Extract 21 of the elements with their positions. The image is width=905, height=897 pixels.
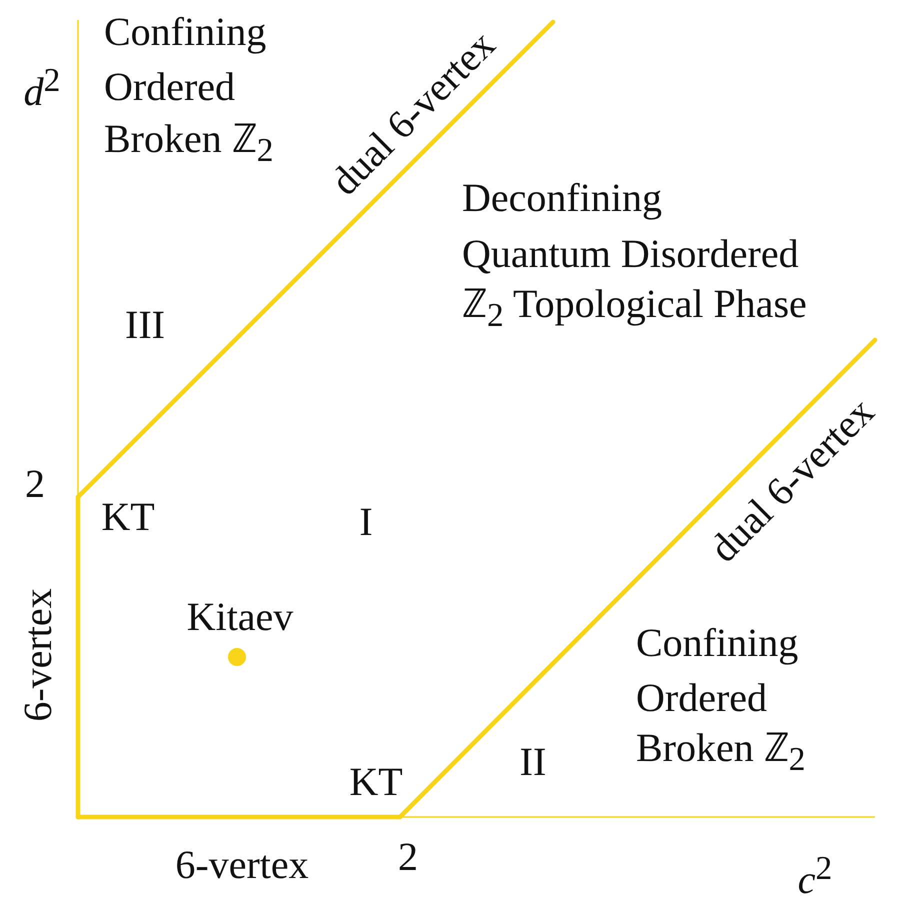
region-label: Deconfining <box>462 178 662 218</box>
region-label: ℤ$_{2}$ Topological Phase <box>462 284 807 332</box>
region-label: Confining <box>636 623 798 663</box>
region-numeral: I <box>359 502 373 542</box>
boundary-label: 6-vertex <box>18 588 58 722</box>
tick-label: 2 <box>25 464 45 504</box>
axis-label: d$^{2}$ <box>24 64 60 112</box>
region-label: Ordered <box>636 678 768 718</box>
region-label: Quantum Disordered <box>462 234 799 274</box>
region-label: Ordered <box>104 67 236 107</box>
point-label: KT <box>349 762 403 802</box>
region-label: Broken ℤ$_{2}$ <box>104 118 274 168</box>
region-label: Broken ℤ$_{2}$ <box>636 728 806 776</box>
tick-label: 2 <box>398 837 418 877</box>
region-label: Confining <box>104 12 266 52</box>
boundary-label: 6-vertex <box>175 845 309 885</box>
point-label: Kitaev <box>186 597 294 637</box>
axis-label: c$^{2}$ <box>798 852 832 897</box>
point-label: KT <box>101 497 155 537</box>
region-numeral: III <box>125 305 165 345</box>
region-numeral: II <box>520 742 546 782</box>
